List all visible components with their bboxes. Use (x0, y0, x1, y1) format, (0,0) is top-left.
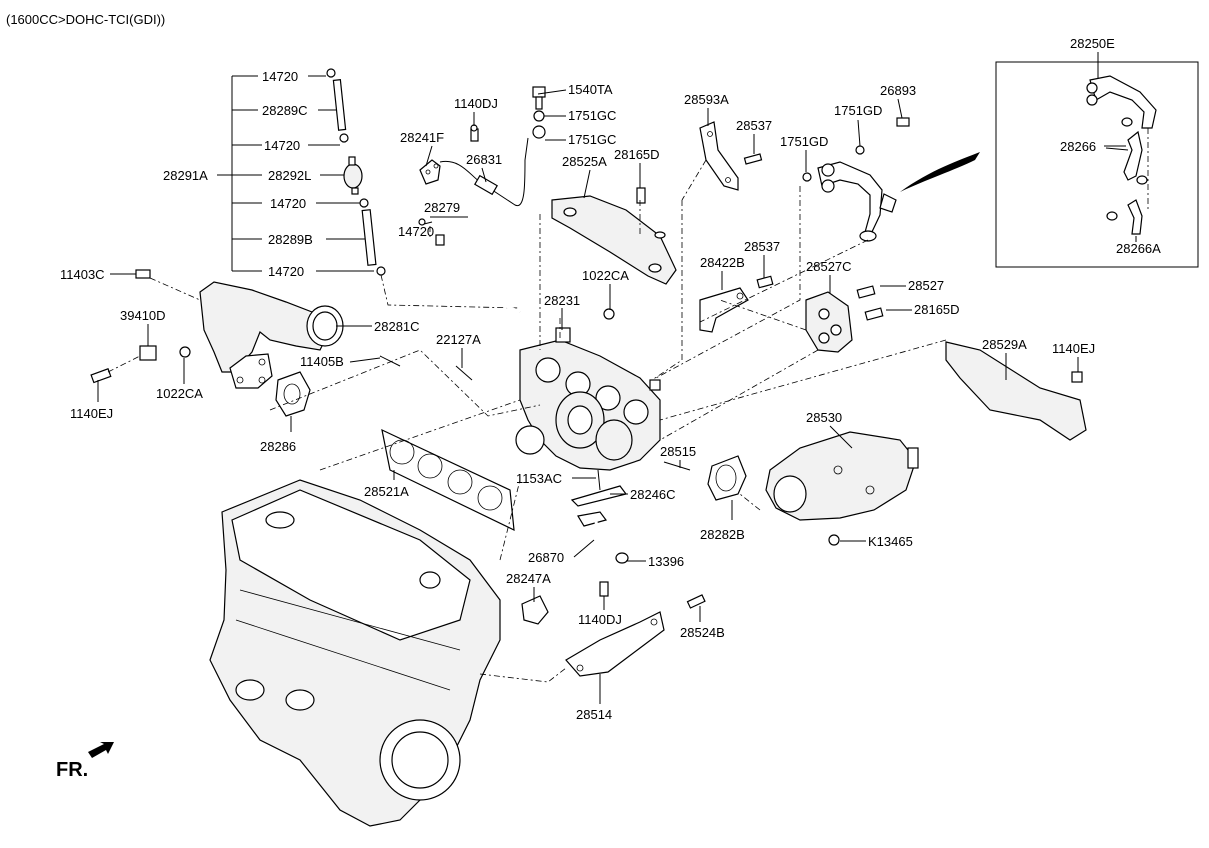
label-28286: 28286 (260, 439, 296, 454)
label-1140EJ-b: 1140EJ (1052, 341, 1095, 356)
label-28529A: 28529A (982, 337, 1027, 352)
label-28527: 28527 (908, 278, 944, 293)
diagram-title: (1600CC>DOHC-TCI(GDI)) (6, 12, 165, 27)
label-1140DJ-b: 1140DJ (578, 612, 622, 627)
label-28289C: 28289C (262, 103, 308, 118)
label-28281C: 28281C (374, 319, 420, 334)
label-13396: 13396 (648, 554, 684, 569)
heat-shield-28527C (805, 291, 853, 353)
catalytic-converter-28530 (765, 431, 919, 546)
label-28524B: 28524B (680, 625, 725, 640)
label-1751GC-a: 1751GC (568, 108, 616, 123)
gasket-28521A (381, 428, 515, 532)
label-1153AC: 1153AC (516, 471, 562, 486)
label-28514: 28514 (576, 707, 612, 722)
inset-box-28250E (995, 52, 1199, 268)
turbocharger-manifold (515, 308, 661, 471)
heat-shield-28529A (945, 341, 1087, 441)
label-28527C: 28527C (806, 259, 852, 274)
label-14720-e: 14720 (398, 224, 434, 239)
front-direction-indicator: FR. (56, 742, 114, 781)
label-28246C: 28246C (630, 487, 676, 502)
label-1140DJ-a: 1140DJ (454, 96, 498, 111)
label-28165D-b: 28165D (914, 302, 960, 317)
bracket-28422B (699, 287, 749, 333)
label-1751GC-b: 1751GC (568, 132, 616, 147)
label-28266: 28266 (1060, 139, 1096, 154)
label-28422B: 28422B (700, 255, 745, 270)
label-28292L: 28292L (268, 168, 311, 183)
label-14720-a: 14720 (262, 69, 298, 84)
gasket-28282B (707, 455, 747, 520)
label-28291A: 28291A (163, 168, 208, 183)
leader-lines (269, 159, 947, 683)
label-1022CA-b: 1022CA (156, 386, 203, 401)
intake-tube-28281C (90, 269, 372, 432)
label-26831: 26831 (466, 152, 502, 167)
label-1751GD-b: 1751GD (780, 134, 828, 149)
front-label: FR. (56, 759, 88, 781)
engine-block (209, 479, 501, 827)
label-28165D-a: 28165D (614, 147, 660, 162)
label-28289B: 28289B (268, 232, 313, 247)
label-26870: 26870 (528, 550, 564, 565)
label-1140EJ-a: 1140EJ (70, 406, 113, 421)
label-28537-b: 28537 (744, 239, 780, 254)
label-28530: 28530 (806, 410, 842, 425)
label-28537-a: 28537 (736, 118, 772, 133)
label-28266A: 28266A (1116, 241, 1161, 256)
label-28521A: 28521A (364, 484, 409, 499)
feed-line-26831 (419, 86, 546, 207)
label-leaders (97, 89, 1137, 704)
label-39410D: 39410D (120, 308, 166, 323)
front-arrow-icon (88, 742, 114, 758)
label-26893: 26893 (880, 83, 916, 98)
label-1751GD-a: 1751GD (834, 103, 882, 118)
label-1022CA-a: 1022CA (582, 268, 629, 283)
return-line-28279 (418, 216, 521, 314)
studs (379, 275, 884, 491)
label-K13465: K13465 (868, 534, 913, 549)
label-11405B: 11405B (300, 354, 344, 369)
label-28250E: 28250E (1070, 36, 1115, 51)
part-labels: 14720 28289C 14720 28291A 28292L 14720 2… (60, 36, 1161, 722)
bracket-28593A (699, 121, 763, 191)
water-pipe-assembly (802, 117, 980, 242)
label-14720-c: 14720 (270, 196, 306, 211)
label-1540TA: 1540TA (568, 82, 613, 97)
label-28231: 28231 (544, 293, 580, 308)
heat-shield-28525A (551, 187, 677, 285)
label-22127A: 22127A (436, 332, 481, 347)
label-28247A: 28247A (506, 571, 551, 586)
label-28241F: 28241F (400, 130, 444, 145)
label-28593A: 28593A (684, 92, 729, 107)
label-14720-b: 14720 (264, 138, 300, 153)
bracket-28514 (565, 594, 706, 677)
label-11403C: 11403C (60, 267, 105, 282)
label-28279: 28279 (424, 200, 460, 215)
label-28282B: 28282B (700, 527, 745, 542)
hose-assembly-28291A (217, 68, 521, 309)
label-14720-d: 14720 (268, 264, 304, 279)
label-28515: 28515 (660, 444, 696, 459)
label-28525A: 28525A (562, 154, 607, 169)
